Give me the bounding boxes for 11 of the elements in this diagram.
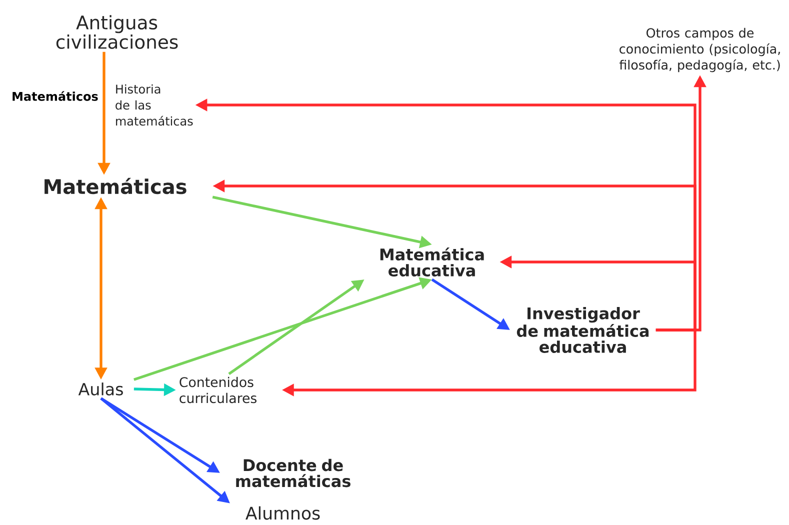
- heading-text: Investigador de matemática educativa: [516, 307, 649, 353]
- node-text: Aulas: [78, 382, 123, 396]
- heading-text: Matemática educativa: [380, 248, 484, 277]
- heading-text: Matemáticas: [44, 178, 186, 194]
- node-text: Historia de las matemáticas: [116, 84, 193, 126]
- node-text: Alumnos: [246, 506, 320, 520]
- edge-label: Matemáticos: [10, 90, 100, 102]
- node-text: Antiguas civilizaciones: [56, 15, 178, 49]
- node-text: Contenidos curriculares: [180, 376, 256, 404]
- node-text: Otros campos de conocimiento (psicología, filosofía, pedagogía, etc.): [619, 28, 780, 72]
- heading-text: Docente de matemáticas: [236, 458, 350, 488]
